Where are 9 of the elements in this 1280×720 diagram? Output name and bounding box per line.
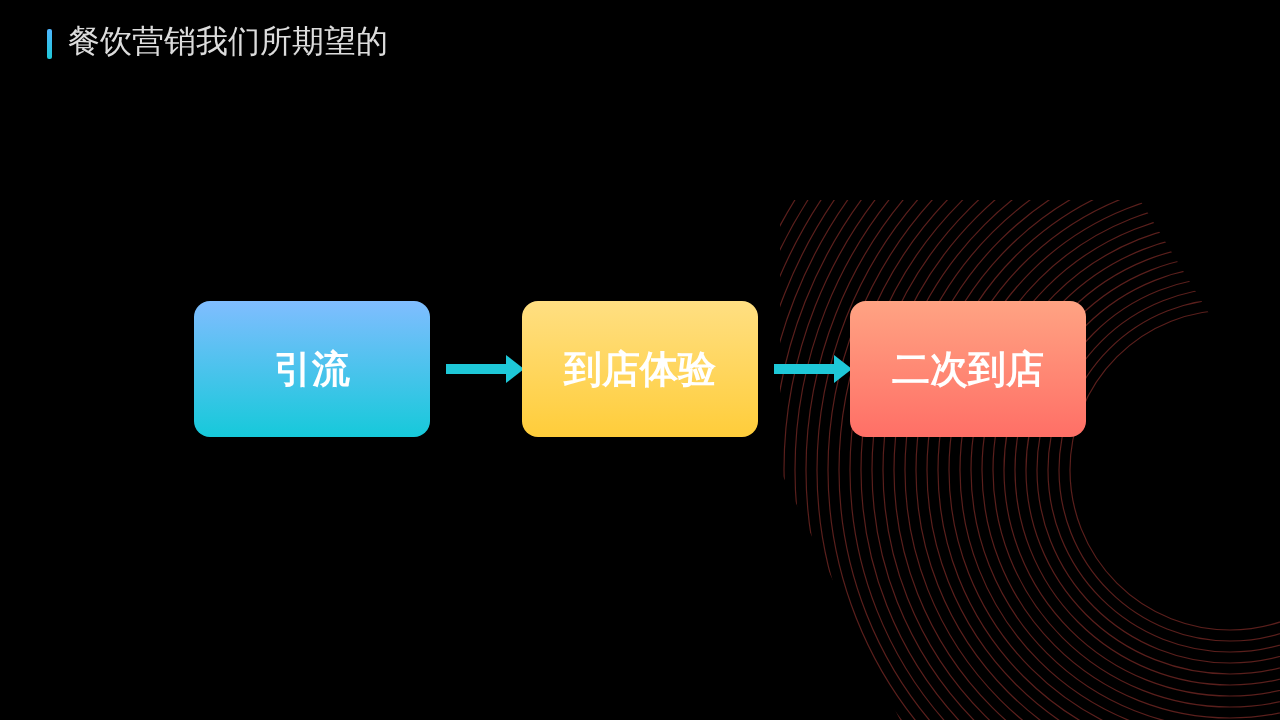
box-label: 引流 — [274, 345, 350, 393]
process-box — [850, 301, 1086, 437]
process-box — [194, 301, 430, 437]
box-label: 到店体验 — [564, 345, 716, 393]
box-label: 二次到店 — [892, 345, 1044, 393]
slide-title: 餐饮营销我们所期望的 — [68, 21, 388, 62]
process-box — [522, 301, 758, 437]
arrow — [774, 355, 852, 383]
arrow — [446, 355, 524, 383]
